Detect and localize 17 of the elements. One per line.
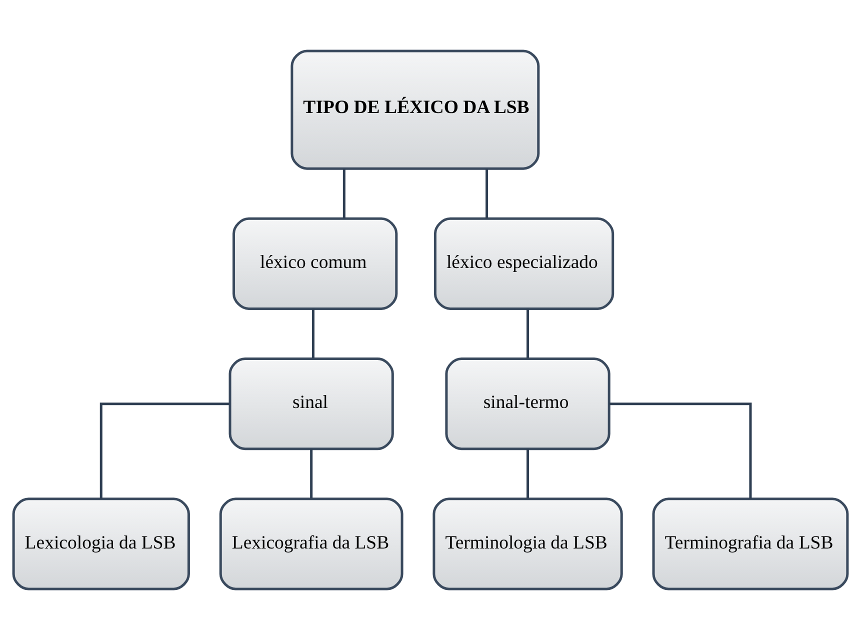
node-box: Terminografia da LSB [652, 498, 849, 590]
node-box: sinal-termo [445, 358, 610, 450]
node-box: TIPO DE LÉXICO DA LSB [290, 50, 540, 170]
node-box: léxico comum [232, 217, 398, 310]
connector [310, 448, 313, 498]
connector [609, 402, 752, 499]
node-box: léxico especializado [434, 217, 614, 310]
node-box: sinal [228, 358, 394, 450]
node-box: Terminologia da LSB [432, 498, 623, 590]
connector [486, 168, 488, 218]
connector [342, 168, 346, 218]
connector [100, 402, 230, 499]
node-box: Lexicografia da LSB [219, 498, 404, 590]
connector [312, 308, 314, 358]
node-box: Lexicologia da LSB [12, 498, 190, 590]
connector [526, 308, 530, 358]
connector [526, 448, 530, 498]
